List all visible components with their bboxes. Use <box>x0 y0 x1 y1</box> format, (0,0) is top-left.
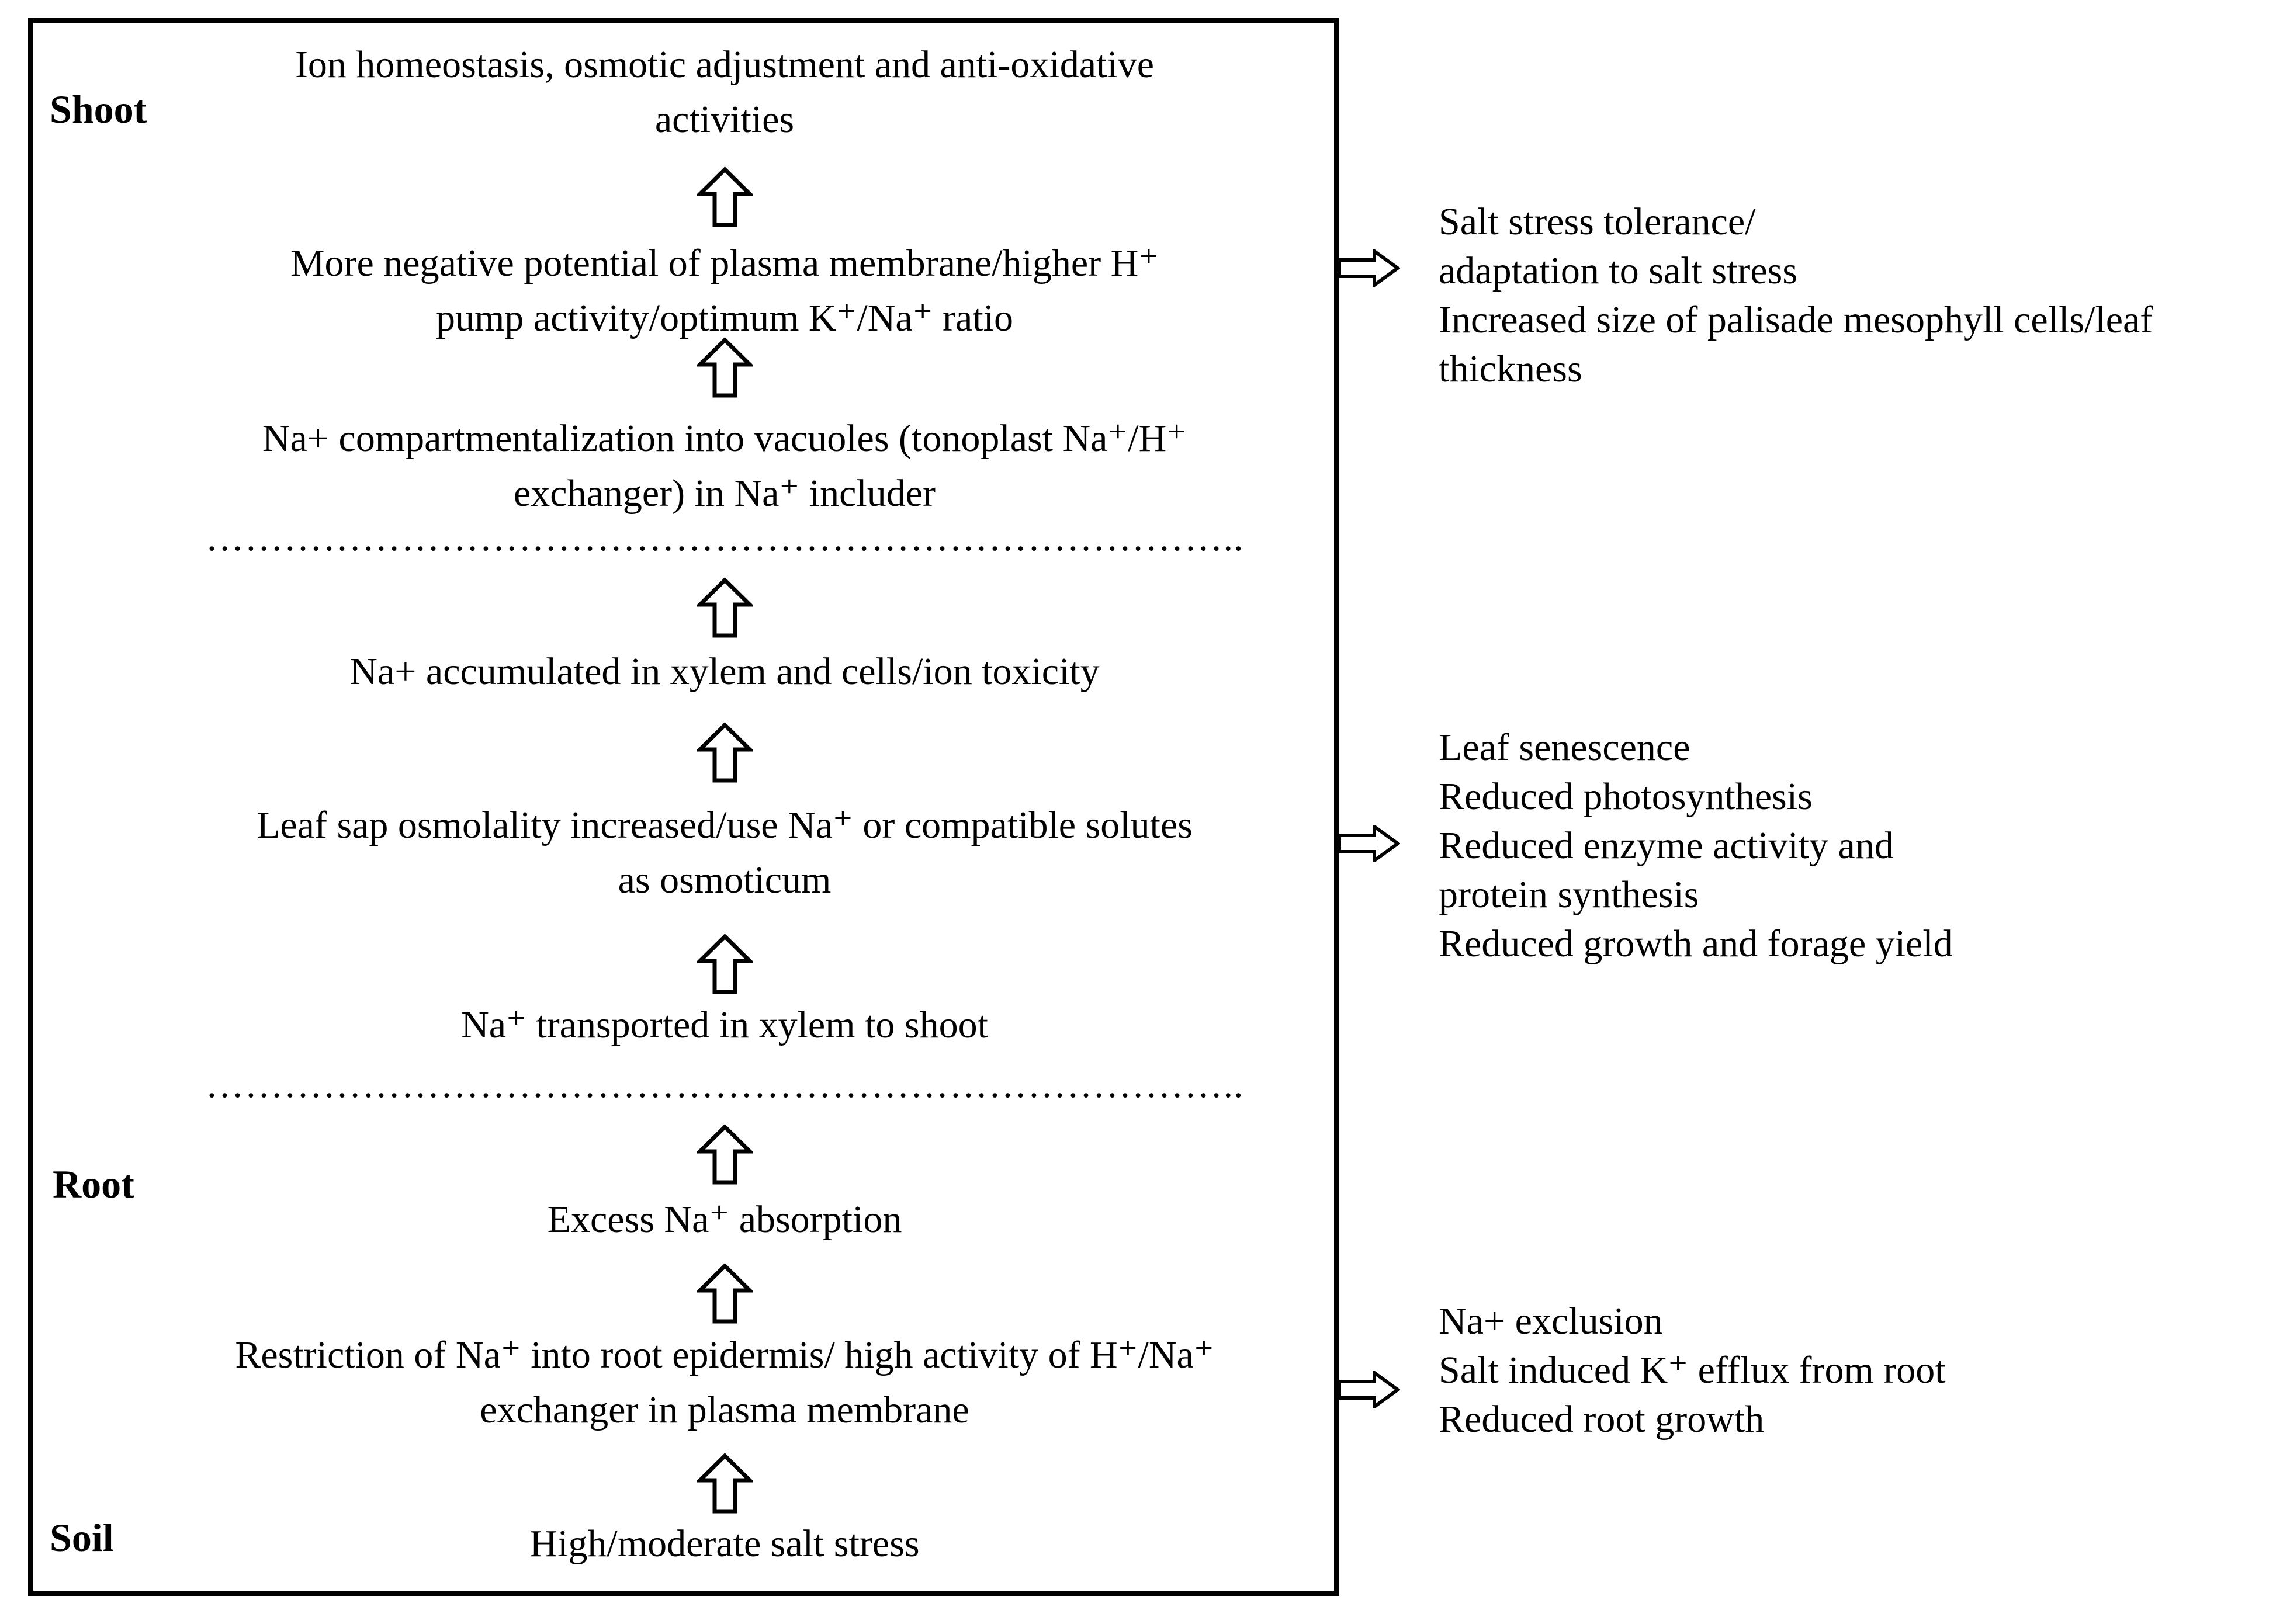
up-arrow-icon <box>697 577 753 638</box>
right-arrow-icon <box>1338 1371 1400 1408</box>
up-arrow-icon <box>697 722 753 783</box>
up-arrow-icon <box>697 337 753 398</box>
flow-step-na-accumulated: Na+ accumulated in xylem and cells/ion t… <box>349 650 1100 693</box>
up-arrow-icon <box>697 1263 753 1324</box>
flow-step-leaf-sap-osmolality: Leaf sap osmolality increased/use Na⁺ or… <box>257 804 1193 901</box>
flow-step-ion-homeostasis: Ion homeostasis, osmotic adjustment and … <box>295 43 1155 141</box>
flow-step-na-restriction: Restriction of Na⁺ into root epidermis/ … <box>235 1334 1214 1431</box>
section-label-soil: Soil <box>50 1515 114 1560</box>
flow-step-na-transported: Na⁺ transported in xylem to shoot <box>461 1004 988 1046</box>
annotation-shoot-damage-outcomes: Leaf senescence Reduced photosynthesis R… <box>1439 726 1953 965</box>
flow-step-salt-stress-source: High/moderate salt stress <box>529 1522 920 1565</box>
right-arrow-icon <box>1338 825 1400 862</box>
up-arrow-icon <box>697 166 753 227</box>
dotted-separator-shoot-root: …………………………………………………………………….. <box>205 518 1244 558</box>
dotted-separator-root-soil: …………………………………………………………………….. <box>205 1064 1244 1105</box>
flow-step-excess-na-absorption: Excess Na⁺ absorption <box>547 1198 902 1241</box>
flow-step-membrane-potential: More negative potential of plasma membra… <box>290 242 1159 339</box>
up-arrow-icon <box>697 1124 753 1185</box>
annotation-root-outcomes: Na+ exclusion Salt induced K⁺ efflux fro… <box>1439 1300 1946 1441</box>
up-arrow-icon <box>697 934 753 994</box>
flow-box <box>28 18 1339 1596</box>
up-arrow-icon <box>697 1453 753 1514</box>
right-arrow-icon <box>1338 249 1400 287</box>
flow-step-na-compartmentalization: Na+ compartmentalization into vacuoles (… <box>262 417 1187 515</box>
section-label-shoot: Shoot <box>50 87 147 131</box>
section-label-root: Root <box>53 1162 134 1206</box>
annotation-tolerance-outcomes: Salt stress tolerance/ adaptation to sal… <box>1439 200 2153 390</box>
